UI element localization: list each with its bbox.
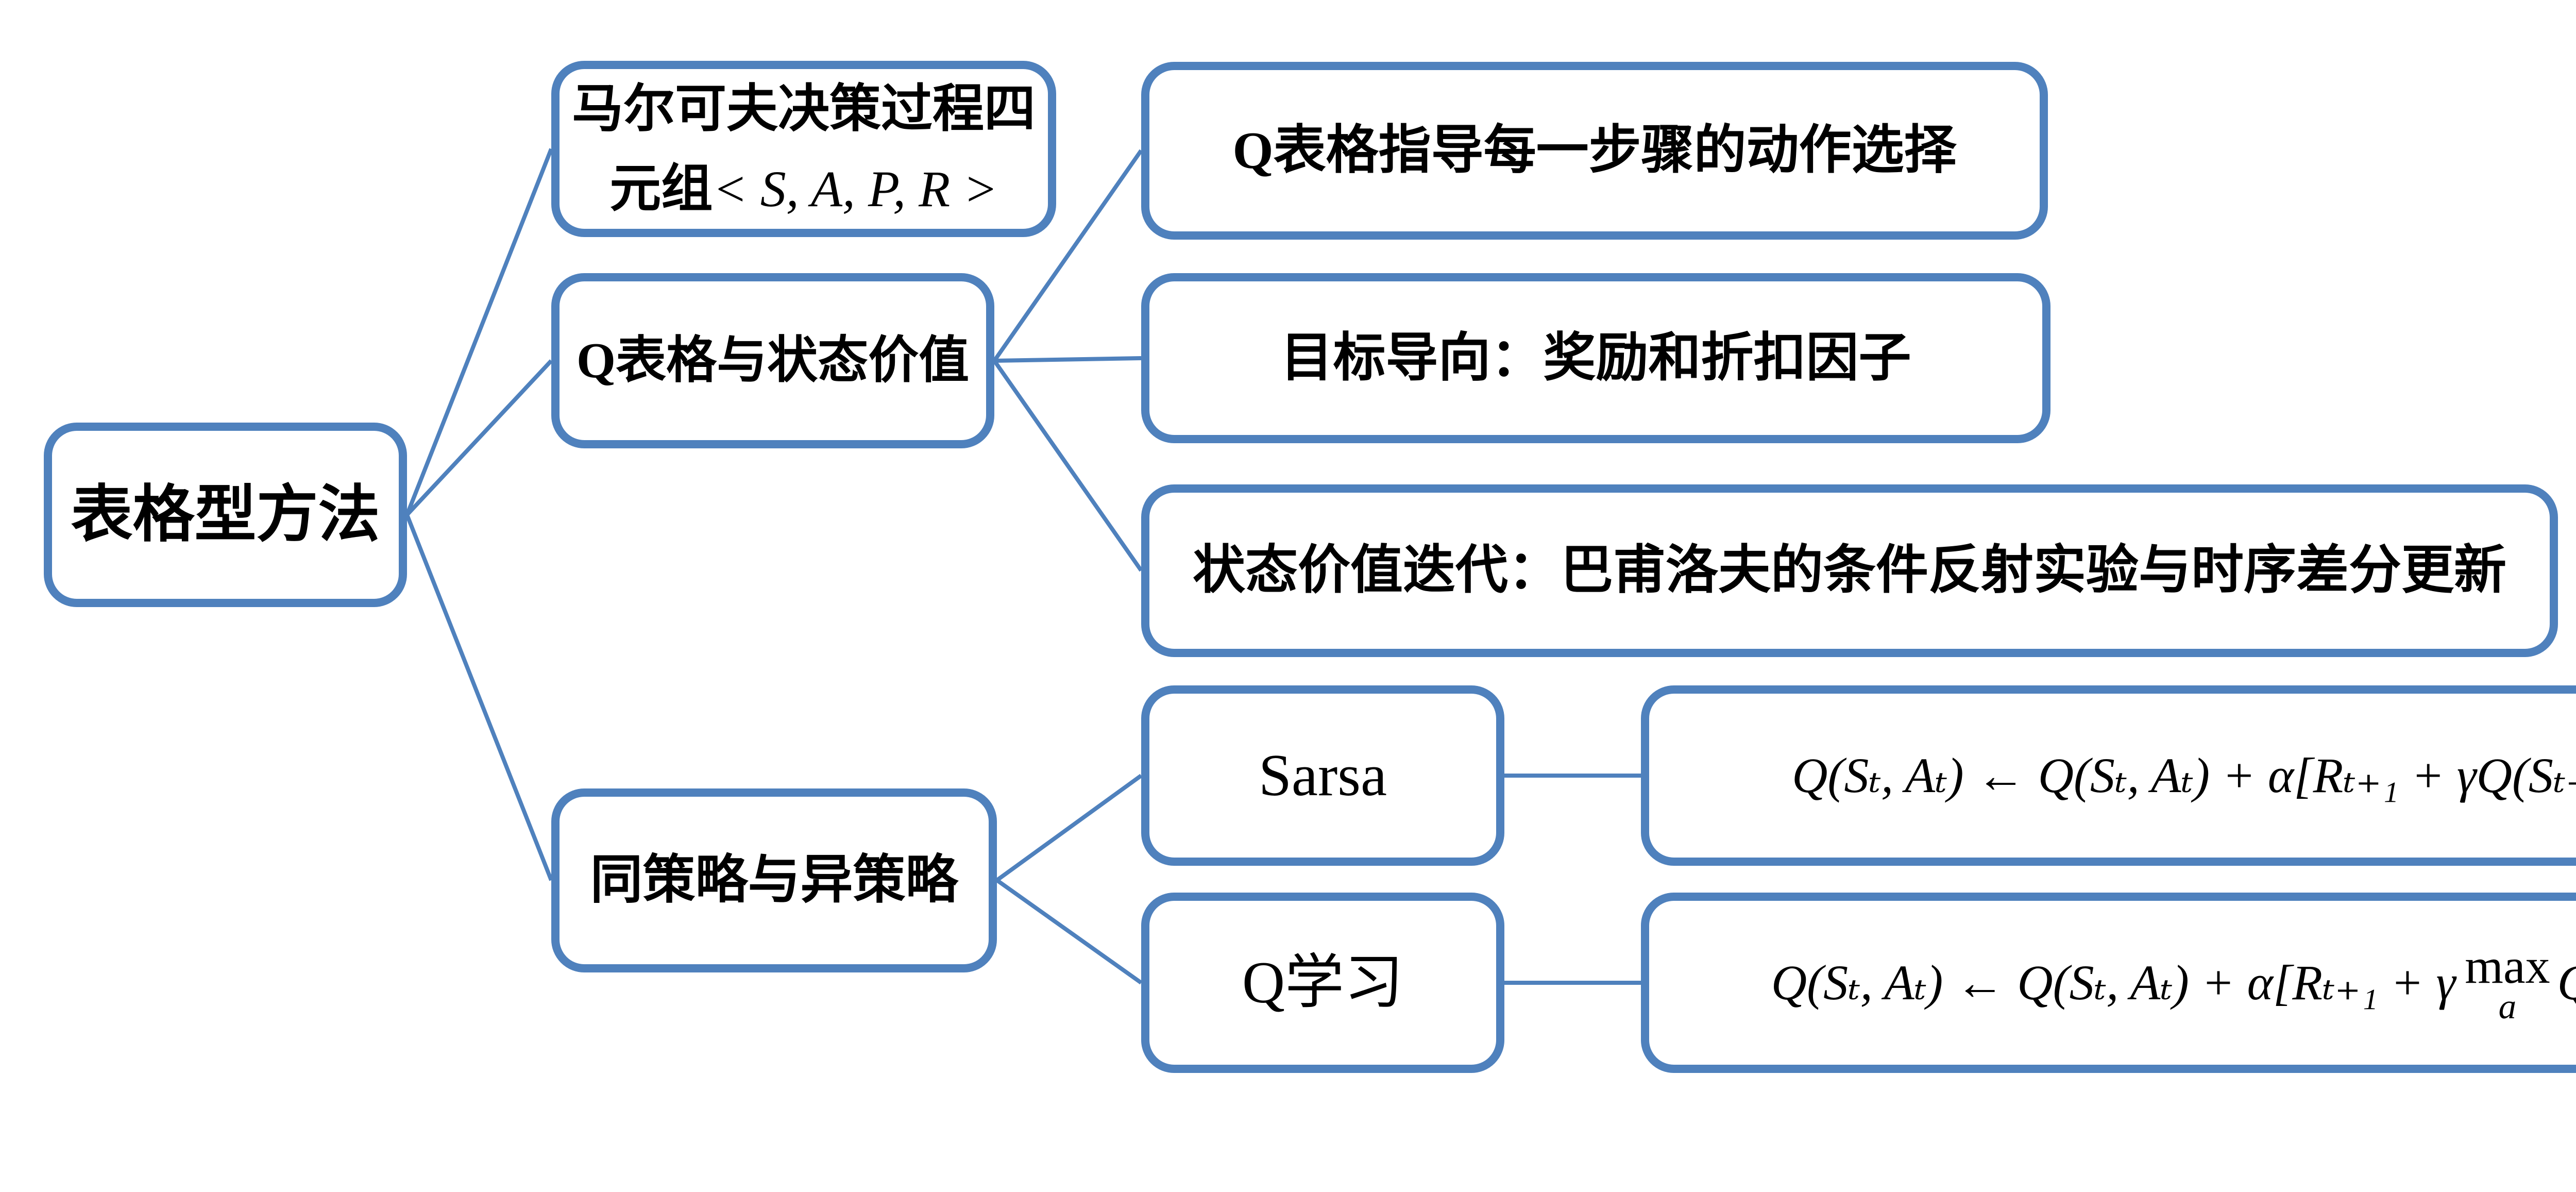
qlearning-formula-post: Q(Sₜ₊₁, a) − Q(Sₜ, Aₜ)] bbox=[2557, 946, 2576, 1020]
node-state-value-iteration-label: 状态价值迭代：巴甫洛夫的条件反射实验与时序差分更新 bbox=[1193, 542, 2506, 600]
node-on-off-policy-label: 同策略与异策略 bbox=[590, 851, 958, 910]
node-sarsa-formula: Q(Sₜ, Aₜ) ← Q(Sₜ, Aₜ) + α[Rₜ₊₁ + γQ(Sₜ₊₁… bbox=[1641, 685, 2576, 866]
connector-policy-sarsa bbox=[995, 774, 1143, 882]
node-qlearning-label: Q学习 bbox=[1242, 949, 1404, 1015]
connector-root-mdp bbox=[405, 148, 553, 516]
connector-policy-qlearning bbox=[995, 878, 1143, 985]
connector-qtable-child1 bbox=[992, 149, 1143, 362]
qlearning-formula-max-word: max bbox=[2465, 938, 2550, 994]
node-root-label: 表格型方法 bbox=[71, 480, 380, 549]
node-on-off-policy: 同策略与异策略 bbox=[551, 788, 997, 972]
qlearning-formula-max-operator: max a bbox=[2465, 938, 2550, 1026]
connector-root-policy bbox=[405, 514, 553, 881]
connector-qtable-child2 bbox=[994, 356, 1142, 363]
node-goal-oriented-label: 目标导向：奖励和折扣因子 bbox=[1280, 329, 1911, 388]
node-qlearning: Q学习 bbox=[1141, 893, 1504, 1073]
qlearning-formula-row: Q(Sₜ, Aₜ) ← Q(Sₜ, Aₜ) + α[Rₜ₊₁ + γ max a… bbox=[1771, 938, 2576, 1026]
qlearning-formula-max-sub: a bbox=[2498, 986, 2517, 1026]
node-sarsa: Sarsa bbox=[1141, 685, 1504, 866]
connector-root-qtable bbox=[405, 359, 553, 516]
node-qtable-label: Q表格与状态价值 bbox=[576, 332, 970, 389]
node-mdp-line2: 元组< S, A, P, R > bbox=[609, 149, 998, 229]
node-qtable-action-selection-label: Q表格指导每一步骤的动作选择 bbox=[1232, 122, 1957, 180]
node-state-value-iteration: 状态价值迭代：巴甫洛夫的条件反射实验与时序差分更新 bbox=[1141, 484, 2558, 657]
node-qlearning-formula: Q(Sₜ, Aₜ) ← Q(Sₜ, Aₜ) + α[Rₜ₊₁ + γ max a… bbox=[1641, 893, 2576, 1073]
node-mdp-line2-math: < S, A, P, R > bbox=[713, 160, 998, 217]
node-mdp-line2-prefix: 元组 bbox=[609, 160, 713, 217]
qlearning-formula-pre: Q(Sₜ, Aₜ) ← Q(Sₜ, Aₜ) + α[Rₜ₊₁ + γ bbox=[1771, 955, 2456, 1010]
node-sarsa-label: Sarsa bbox=[1258, 742, 1387, 808]
node-goal-oriented: 目标导向：奖励和折扣因子 bbox=[1141, 273, 2050, 443]
sarsa-formula-text: Q(Sₜ, Aₜ) ← Q(Sₜ, Aₜ) + α[Rₜ₊₁ + γQ(Sₜ₊₁… bbox=[1792, 748, 2576, 803]
node-root-tabular-methods: 表格型方法 bbox=[44, 423, 407, 607]
node-qtable-action-selection: Q表格指导每一步骤的动作选择 bbox=[1141, 62, 2048, 240]
node-mdp-line1: 马尔可夫决策过程四 bbox=[572, 80, 1036, 138]
node-qtable-state-value: Q表格与状态价值 bbox=[551, 273, 994, 448]
node-mdp-tuple: 马尔可夫决策过程四 元组< S, A, P, R > bbox=[551, 61, 1056, 237]
connector-qtable-child3 bbox=[992, 359, 1143, 572]
